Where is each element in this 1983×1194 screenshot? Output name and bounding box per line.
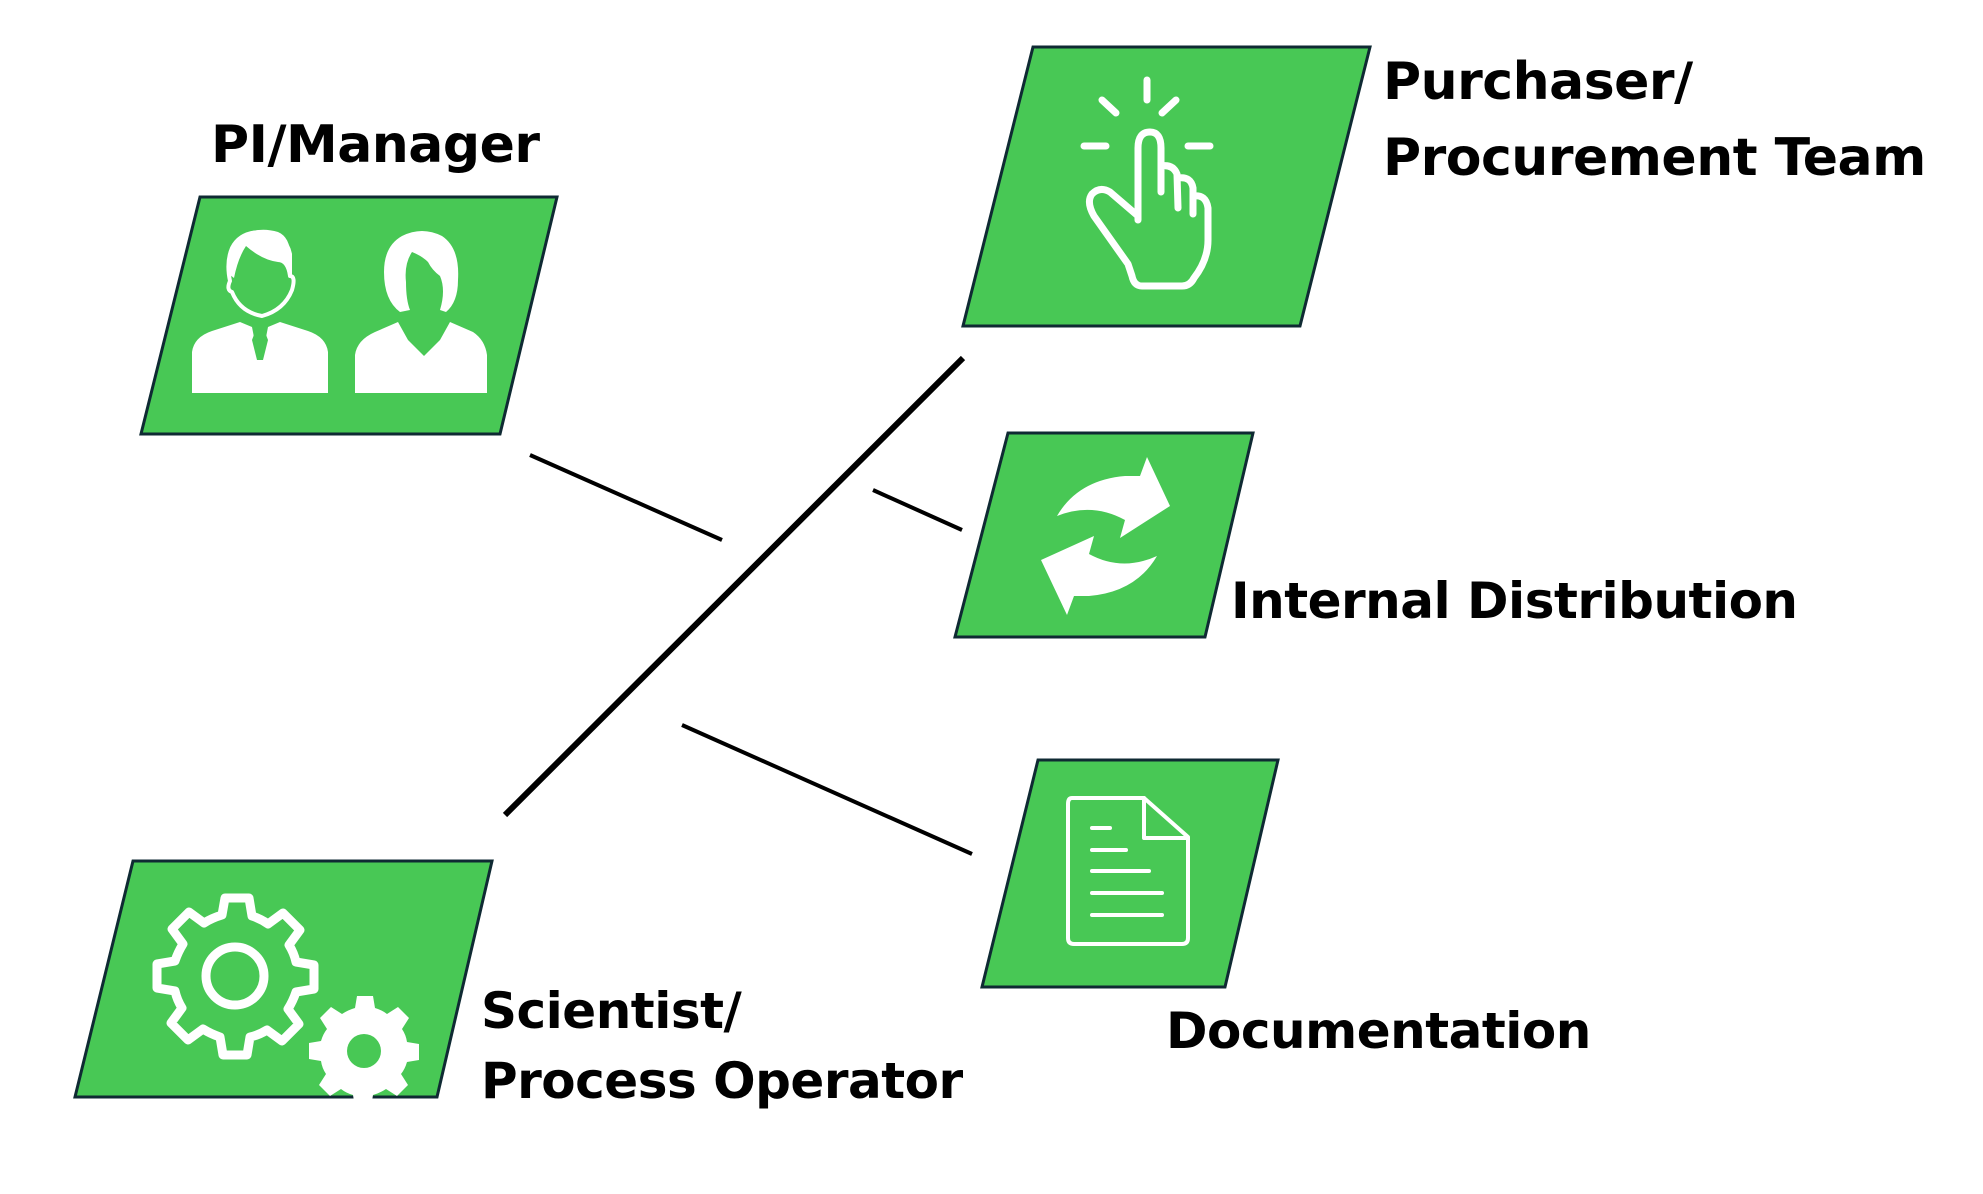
node-box-pi-manager [139, 195, 559, 436]
connector-pi-manager [529, 453, 723, 542]
large-gear-icon [152, 893, 319, 1060]
document-icon [1066, 796, 1190, 946]
node-box-scientist [73, 859, 494, 1099]
label-line: PI/Manager [211, 115, 540, 175]
woman-icon [355, 231, 487, 393]
gears-icon [152, 893, 419, 1107]
node-pi-manager [139, 195, 559, 436]
label-documentation: Documentation [1166, 1006, 1591, 1056]
man-icon [192, 229, 328, 393]
small-gear-icon [309, 996, 419, 1107]
node-purchaser [961, 45, 1372, 328]
label-pi-manager: PI/Manager [211, 119, 540, 171]
label-line: Process Operator [481, 1052, 963, 1110]
connector-documentation [681, 723, 973, 856]
people-icon [192, 229, 487, 393]
node-scientist [73, 859, 494, 1107]
label-line: Documentation [1166, 1002, 1591, 1060]
label-line: Scientist/ [481, 982, 742, 1040]
connector-scientist-purchaser [502, 355, 966, 818]
label-line: Purchaser/ [1383, 52, 1693, 112]
refresh-arrows-icon [1041, 457, 1170, 615]
label-line: Procurement Team [1383, 128, 1926, 188]
hand-click-icon [1080, 76, 1214, 290]
connector-internal-distribution [872, 488, 963, 532]
label-line: Internal Distribution [1231, 572, 1798, 630]
node-box-internal-distribution [953, 431, 1255, 639]
label-scientist: Scientist/ Process Operator [481, 986, 963, 1106]
node-internal-distribution [953, 431, 1255, 639]
node-documentation [980, 758, 1280, 989]
label-purchaser: Purchaser/ Procurement Team [1383, 56, 1926, 184]
node-box-purchaser [961, 45, 1372, 328]
label-internal-distribution: Internal Distribution [1231, 576, 1798, 626]
node-box-documentation [980, 758, 1280, 989]
